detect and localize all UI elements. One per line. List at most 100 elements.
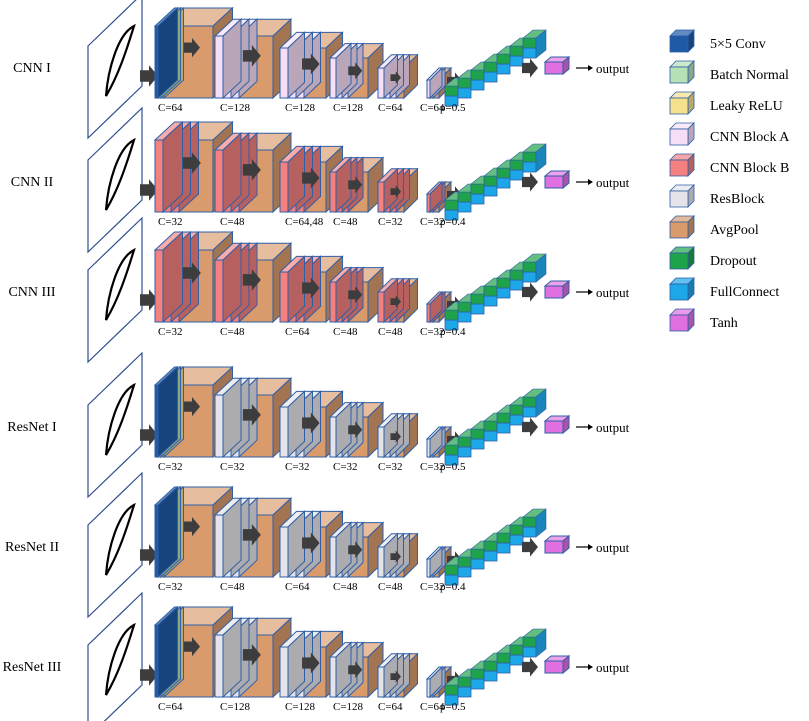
channel-label: C=32	[420, 581, 445, 593]
conv-block-slab	[278, 31, 306, 100]
feature-block-1	[213, 377, 293, 459]
tanh-cube	[543, 414, 571, 435]
output-arrowhead-icon	[588, 544, 593, 550]
row-name-label: ResNet III	[3, 660, 62, 675]
channel-label: C=32	[220, 461, 245, 473]
legend-label: CNN Block A	[710, 130, 790, 145]
block-arrow-icon	[348, 421, 363, 439]
channel-label: C=32	[158, 216, 183, 228]
block-arrow-icon	[390, 430, 401, 443]
conv-block-slab	[213, 132, 243, 214]
fc-grid	[444, 253, 547, 331]
row-name-label: ResNet II	[5, 540, 59, 555]
conv-block-slab	[376, 412, 399, 459]
conv-block-slab	[328, 266, 353, 324]
input-panel	[87, 216, 143, 364]
conv-block-slab	[278, 255, 306, 324]
block-arrow-icon	[242, 524, 261, 546]
cnn-block-b-swatch-icon	[669, 153, 695, 177]
block-arrow-icon	[348, 286, 363, 304]
channel-label: C=32	[333, 461, 358, 473]
input-arrow-icon	[140, 179, 158, 201]
tanh-cube	[543, 279, 571, 300]
channel-label: C=128	[285, 102, 316, 114]
channel-label: C=64	[285, 581, 310, 593]
input-panel	[87, 106, 143, 254]
conv-block-slab	[328, 401, 353, 459]
channel-label: C=48	[220, 581, 245, 593]
legend-item: AvgPool	[669, 215, 759, 239]
channel-label: C=64	[420, 102, 445, 114]
feature-block-3	[328, 42, 385, 100]
block-arrow-icon	[242, 159, 261, 181]
feature-block-5	[425, 66, 453, 100]
output-arrowhead-icon	[588, 664, 593, 670]
block-arrow-icon	[348, 176, 363, 194]
conv-block-slab	[425, 545, 444, 579]
feature-block-4	[376, 412, 419, 459]
block-arrow-icon	[302, 167, 320, 189]
legend-label: ResBlock	[710, 192, 764, 207]
conv5-swatch-icon	[669, 29, 695, 53]
stem-block	[153, 605, 234, 699]
output-label: output	[596, 175, 630, 190]
channel-label: C=128	[333, 102, 364, 114]
legend-item: CNN Block B	[669, 153, 789, 177]
block-arrow-icon	[390, 550, 401, 563]
avgpool-swatch-icon	[669, 215, 695, 239]
legend-label: 5×5 Conv	[710, 37, 766, 52]
feature-block-2	[278, 510, 344, 579]
feature-block-5	[425, 665, 453, 699]
block-arrow-icon	[348, 62, 363, 80]
channel-label: C=64	[158, 102, 183, 114]
feature-block-1	[213, 497, 293, 579]
tanh-cube	[543, 654, 571, 675]
channel-label: C=32	[420, 216, 445, 228]
input-panel	[87, 591, 143, 721]
block-arrow-icon	[302, 412, 320, 434]
tanh-arrow-icon	[522, 417, 538, 437]
conv5-slab	[153, 6, 179, 100]
block-arrow-icon	[184, 517, 200, 537]
block-arrow-icon	[242, 644, 261, 666]
feature-block-3	[328, 266, 385, 324]
block-arrow-icon	[242, 45, 261, 67]
airfoil-icon	[104, 622, 136, 696]
output-arrowhead-icon	[588, 65, 593, 71]
leakyrelu-swatch-icon	[669, 91, 695, 115]
block-arrow-icon	[302, 277, 320, 299]
fc-grid	[444, 388, 547, 466]
block-arrow-icon	[348, 661, 363, 679]
conv-block-slab	[425, 665, 444, 699]
legend-label: Tanh	[710, 316, 738, 331]
dropout-label: p=0.4	[440, 581, 466, 593]
row-name-label: CNN I	[13, 61, 51, 76]
block-arrow-icon	[302, 532, 320, 554]
legend-item: Dropout	[669, 246, 757, 270]
output-label: output	[596, 540, 630, 555]
channel-label: C=48	[220, 326, 245, 338]
block-arrow-icon	[390, 185, 401, 198]
conv5-slab	[153, 605, 179, 699]
conv5-slab	[153, 365, 179, 459]
tanh-cube	[543, 169, 571, 190]
channel-label: C=32	[158, 326, 183, 338]
block-arrow-icon	[390, 71, 401, 84]
conv-block-slab	[153, 230, 184, 324]
channel-label: C=32	[158, 461, 183, 473]
conv-block-slab	[278, 390, 306, 459]
legend-item: Leaky ReLU	[669, 91, 783, 115]
feature-block-5	[425, 180, 453, 214]
channel-label: C=32	[378, 461, 403, 473]
channel-label: C=128	[220, 102, 251, 114]
channel-label: C=128	[220, 701, 251, 713]
block-arrow-icon	[390, 295, 401, 308]
feature-block-4	[376, 652, 419, 699]
airfoil-icon	[104, 247, 136, 321]
dropout-label: p=0.4	[440, 216, 466, 228]
tanh-arrow-icon	[522, 657, 538, 677]
conv-block-slab	[153, 120, 184, 214]
channel-label: C=64	[285, 326, 310, 338]
